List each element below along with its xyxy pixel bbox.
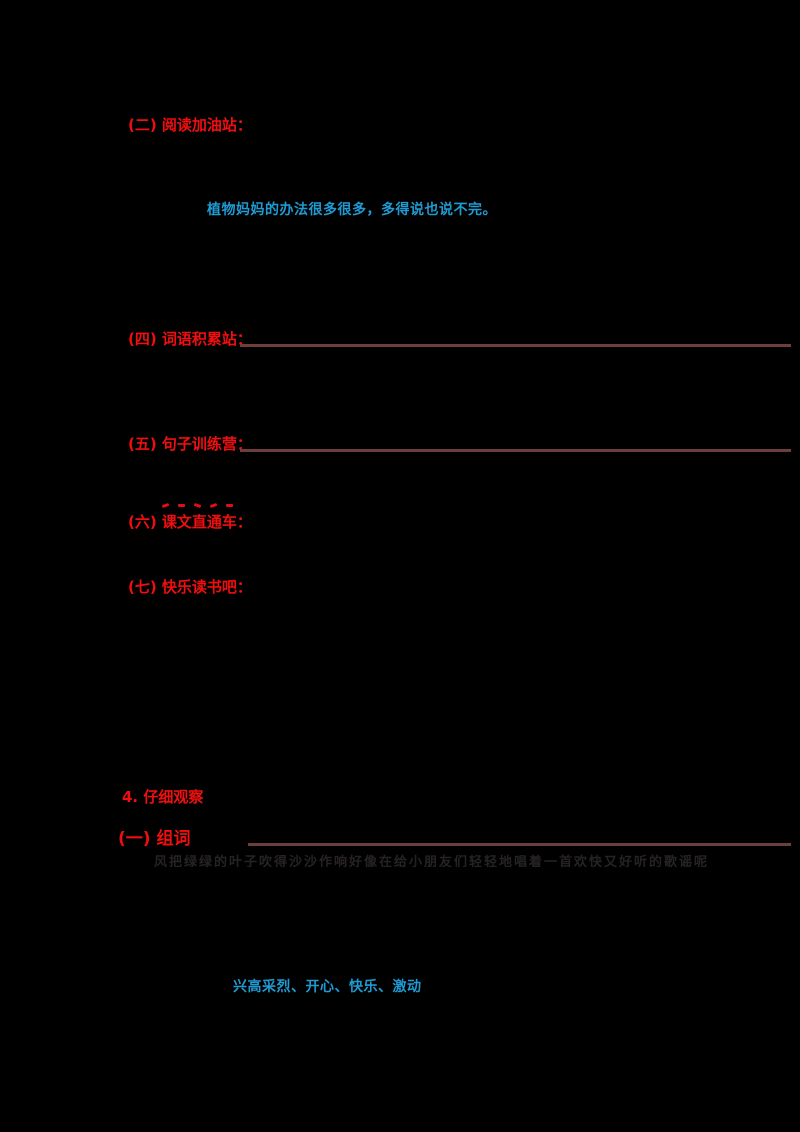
answer-item-four: 4. 仔细观察 xyxy=(122,788,204,806)
answer-item-one: (一) 组词 xyxy=(118,829,191,849)
section-heading-six: (六) 课文直通车： xyxy=(128,513,252,531)
blank-line-rule xyxy=(240,344,791,347)
section-heading-seven: (七) 快乐读书吧： xyxy=(128,578,252,596)
tone-mark-icon xyxy=(193,502,202,509)
tone-mark-icon xyxy=(226,504,233,507)
section-heading-five: (五) 句子训练营： xyxy=(128,435,252,453)
blue-sentence: 植物妈妈的办法很多很多，多得说也说不完。 xyxy=(207,202,497,218)
section-heading-two: (二) 阅读加油站： xyxy=(128,116,252,134)
tone-mark-icon xyxy=(178,504,185,507)
blue-phrase-list: 兴高采烈、开心、快乐、激动 xyxy=(233,979,422,995)
blank-line-rule xyxy=(240,449,791,452)
tone-mark-icon xyxy=(209,502,218,509)
pinyin-tone-marks xyxy=(161,502,233,509)
blank-line-rule xyxy=(248,843,791,846)
tone-mark-icon xyxy=(161,502,170,509)
section-heading-four: (四) 词语积累站： xyxy=(128,330,252,348)
faint-black-text-row: 风把绿绿的叶子吹得沙沙作响好像在给小朋友们轻轻地唱着一首欢快又好听的歌谣呢 xyxy=(154,855,710,867)
